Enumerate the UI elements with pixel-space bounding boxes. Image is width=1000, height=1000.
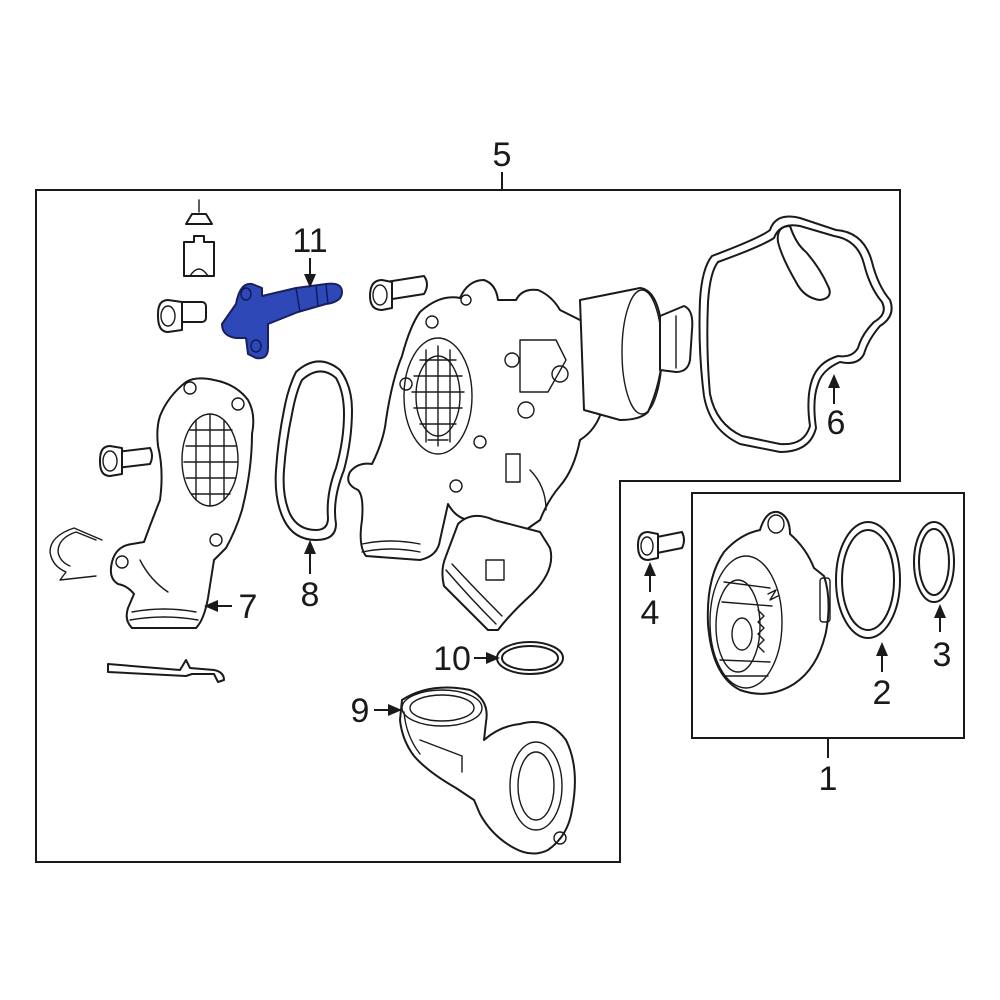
- callout-4: 4: [641, 594, 660, 632]
- bolt-upper-left: [157, 299, 207, 333]
- water-pump: [706, 510, 831, 695]
- bolt-upper-center: [369, 275, 428, 311]
- temperature-sensor-highlighted: [221, 282, 343, 360]
- gasket-small: [274, 360, 354, 542]
- callout-10-arrowhead: [486, 652, 500, 664]
- callout-8: 8: [301, 576, 320, 614]
- callout-3-arrowhead: [934, 604, 946, 618]
- coolant-outlet-pipe: [399, 686, 576, 855]
- pump-housing-main: [347, 279, 694, 631]
- callout-3: 3: [933, 636, 952, 674]
- callout-6: 6: [827, 404, 846, 442]
- o-ring-small-inner: [501, 645, 559, 671]
- callout-7-arrowhead: [204, 600, 218, 612]
- pump-seal-ring-2: [835, 521, 901, 639]
- bolt-pump: [637, 531, 685, 561]
- callout-9: 9: [351, 692, 370, 730]
- callout-2: 2: [873, 674, 892, 712]
- callout-11: 11: [292, 222, 327, 260]
- funnel-icon: [183, 199, 215, 277]
- thermostat-housing: [109, 377, 255, 629]
- callout-6-arrowhead: [828, 374, 840, 388]
- pump-seal-ring-3: [913, 521, 955, 603]
- mounting-strap: [107, 659, 225, 683]
- gasket-large: [698, 215, 893, 454]
- callout-10: 10: [433, 640, 471, 678]
- callout-9-arrowhead: [388, 704, 402, 716]
- callout-1: 1: [819, 760, 838, 798]
- callout-7: 7: [239, 588, 258, 626]
- callout-4-arrowhead: [644, 562, 656, 576]
- retaining-clip: [49, 527, 103, 581]
- callout-8-arrowhead: [304, 540, 316, 554]
- bolt-left: [99, 445, 153, 477]
- callout-11-arrowhead: [304, 274, 316, 288]
- callout-2-arrowhead: [876, 642, 888, 656]
- callout-5: 5: [493, 136, 512, 174]
- main-assembly-frame: [35, 189, 901, 863]
